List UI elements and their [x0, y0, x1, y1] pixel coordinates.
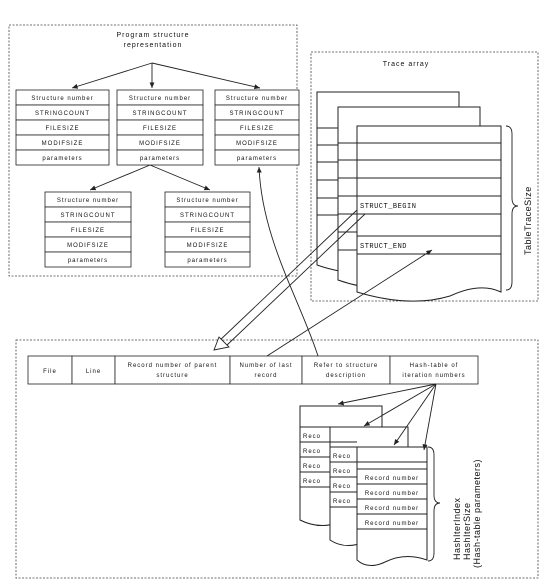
hash-iter-index-label: HashIterIndex	[452, 497, 462, 560]
hash-row-label: Reco	[303, 449, 321, 455]
structure-field-cell	[116, 149, 204, 166]
hash-row-label: Reco	[303, 479, 321, 485]
record-row: File Line Record number of parent structure…	[27, 355, 479, 385]
hash-row-label: Reco	[303, 434, 321, 440]
structure-field-label: MODIFSIZE	[42, 141, 84, 147]
structure-field-label: Structure number	[226, 96, 288, 102]
record-cell-label: Line	[86, 369, 101, 375]
structure-field-cell	[214, 149, 300, 166]
structure-field-label: parameters	[68, 258, 108, 264]
structure-field-label: parameters	[237, 156, 277, 162]
record-cell-label: Record number of parent	[128, 363, 218, 369]
structure-field-label: STRINGCOUNT	[61, 213, 116, 219]
structure-field-cell	[164, 251, 251, 268]
structure-field-label: FILESIZE	[71, 228, 105, 234]
record-cell-label: Hash-table of	[410, 363, 459, 369]
structure-field-label: MODIFSIZE	[187, 243, 229, 249]
hash-row-label: Reco	[333, 469, 351, 475]
hash-size-brace	[427, 446, 441, 562]
hash-row-label: Reco	[333, 484, 351, 490]
record-cell-label: structure	[156, 373, 188, 379]
hash-iter-size-label: HashIterSize	[462, 502, 472, 560]
hash-row-label: Reco	[333, 499, 351, 505]
struct-end-label: STRUCT_END	[360, 243, 407, 251]
hash-page	[356, 446, 428, 566]
record-cell	[229, 355, 303, 385]
structure-field-label: MODIFSIZE	[67, 243, 109, 249]
trace-array-title: Trace array	[383, 61, 430, 68]
record-cell	[114, 355, 231, 385]
record-cell	[71, 355, 116, 385]
record-cell-label: iteration numbers	[402, 373, 465, 379]
structure-field-label: FILESIZE	[143, 126, 177, 132]
trace-size-brace	[505, 125, 519, 291]
structure-field-label: Structure number	[57, 198, 119, 204]
double-arrow-head	[213, 336, 230, 351]
hash-row-label: Reco	[303, 464, 321, 470]
record-cell-label: Number of last	[239, 363, 292, 369]
structure-field-label: parameters	[42, 156, 82, 162]
structure-field-label: Structure number	[129, 96, 191, 102]
structure-field-label: STRINGCOUNT	[230, 111, 285, 117]
trace-rows-back	[317, 127, 357, 251]
structure-field-label: MODIFSIZE	[236, 141, 278, 147]
record-cell-label: description	[326, 373, 366, 379]
record-cell-label: record	[254, 373, 277, 379]
structure-field-label: Structure number	[176, 198, 238, 204]
structure-field-label: FILESIZE	[45, 126, 79, 132]
structure-field-label: FILESIZE	[190, 228, 224, 234]
hash-row-label: Reco	[333, 454, 351, 460]
record-cell	[389, 355, 479, 385]
hash-row-label: Record number	[365, 506, 419, 512]
structure-field-label: parameters	[187, 258, 227, 264]
record-cell	[301, 355, 391, 385]
structure-field-label: Structure number	[31, 96, 93, 102]
structure-field-label: parameters	[140, 156, 180, 162]
record-cell-label: File	[43, 369, 57, 375]
struct-begin-label: STRUCT_BEGIN	[360, 203, 416, 211]
structure-field-cell	[44, 251, 132, 268]
hash-row-label: Record number	[365, 521, 419, 527]
record-frame	[15, 339, 539, 579]
structure-field-cell	[15, 149, 110, 166]
structure-field-label: STRINGCOUNT	[35, 111, 90, 117]
hash-row-label: Record number	[365, 476, 419, 482]
structure-field-label: MODIFSIZE	[139, 141, 181, 147]
hash-params-label: (Hash-table parameters)	[472, 459, 482, 568]
trace-size-label: TableTraceSize	[523, 186, 533, 255]
record-cell	[27, 355, 73, 385]
program-structure-title: Program structure	[116, 32, 189, 39]
program-structure-subtitle: representation	[124, 42, 183, 49]
hash-row-label: Record number	[365, 491, 419, 497]
structure-field-label: STRINGCOUNT	[180, 213, 235, 219]
structure-field-label: FILESIZE	[240, 126, 274, 132]
structure-field-label: STRINGCOUNT	[133, 111, 188, 117]
record-cell-label: Refer to structure	[314, 363, 378, 369]
